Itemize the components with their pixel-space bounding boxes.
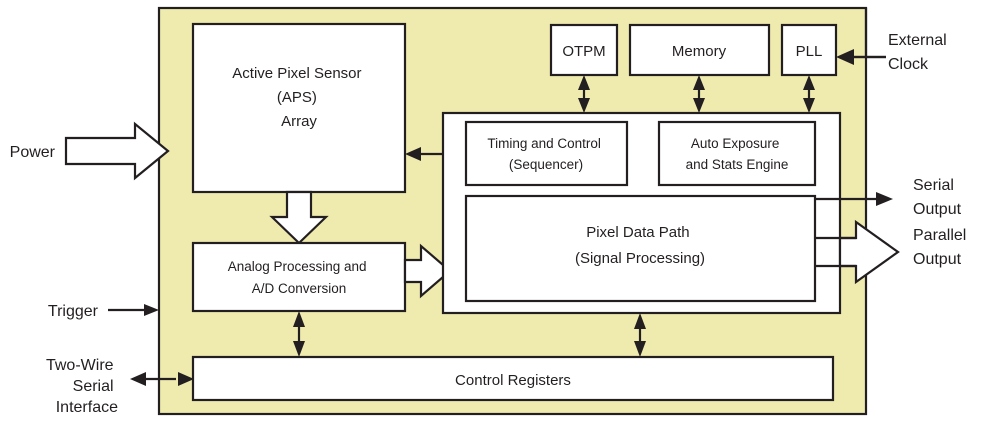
aps-array-label: Active Pixel Sensor (APS) Array [232, 65, 365, 130]
power-arrow [64, 121, 170, 181]
power-label: Power [10, 144, 56, 161]
control-registers-label: Control Registers [455, 372, 571, 389]
analog-processing-block [191, 241, 407, 313]
external-clock-label: External Clock [888, 32, 951, 73]
pll-block [780, 23, 838, 77]
otpm-label: OTPM [562, 43, 605, 60]
aps-to-analog-arrow [269, 190, 329, 245]
memory-label: Memory [672, 43, 727, 60]
trigger-arrowhead [144, 304, 159, 316]
control-registers-block [191, 355, 835, 402]
serial-output-label: Serial Output [913, 177, 962, 218]
trigger-label: Trigger [48, 303, 99, 320]
core-to-registers-arrow [634, 313, 646, 357]
pll-label: PLL [796, 43, 823, 60]
analog-to-registers-arrow [293, 311, 305, 357]
auto-exposure-label: Auto Exposure and Stats Engine [686, 136, 789, 172]
timing-control-block [464, 120, 629, 187]
otpm-block [549, 23, 619, 77]
serial-output-arrow [815, 192, 893, 206]
two-wire-arrowhead-left [130, 372, 146, 386]
otpm-bus-arrow [578, 75, 590, 113]
external-clock-arrowhead [836, 49, 854, 65]
auto-exposure-block [657, 120, 817, 187]
analog-processing-label: Analog Processing and A/D Conversion [228, 259, 371, 296]
pixel-data-path-label: Pixel Data Path (Signal Processing) [575, 224, 705, 267]
memory-bus-arrow [693, 75, 705, 113]
memory-block [628, 23, 771, 77]
control-to-aps-arrow [405, 147, 443, 161]
aps-array-block [191, 22, 407, 194]
parallel-output-label: Parallel Output [913, 227, 971, 268]
pixel-data-path-block [464, 194, 817, 303]
analog-to-dsp-arrow [403, 243, 452, 299]
timing-control-label: Timing and Control (Sequencer) [487, 136, 604, 172]
pll-bus-arrow [803, 75, 815, 113]
two-wire-label: Two-Wire Serial Interface [46, 357, 118, 416]
two-wire-arrowhead-right [178, 372, 194, 386]
